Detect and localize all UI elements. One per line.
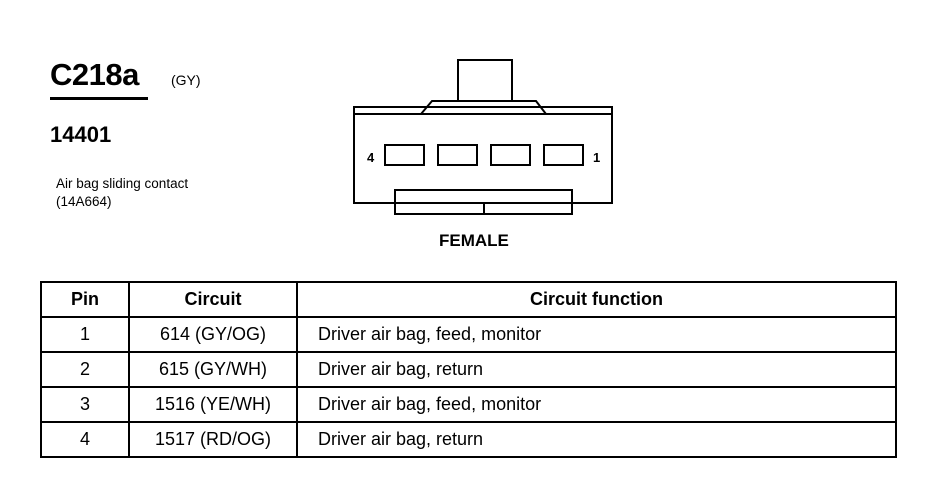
connector-face-diagram: 4 1: [353, 59, 613, 215]
table-row: 4 1517 (RD/OG) Driver air bag, return: [40, 421, 897, 458]
connector-id: C218a: [50, 57, 139, 92]
pin-label-left: 4: [367, 150, 375, 165]
table-row: 3 1516 (YE/WH) Driver air bag, feed, mon…: [40, 386, 897, 423]
pin-cavity-2: [490, 144, 531, 166]
circuit-cell: 1516 (YE/WH): [128, 386, 298, 423]
function-cell: Driver air bag, return: [296, 421, 897, 458]
pin-cell: 2: [40, 351, 130, 388]
pin-cavity-1: [543, 144, 584, 166]
table-row: 2 615 (GY/WH) Driver air bag, return: [40, 351, 897, 388]
circuit-cell: 1517 (RD/OG): [128, 421, 298, 458]
table-header-row: Pin Circuit Circuit function: [40, 281, 897, 318]
circuit-cell: 614 (GY/OG): [128, 316, 298, 353]
pin-cavity-3: [437, 144, 478, 166]
connector-color: (GY): [171, 72, 201, 88]
header-circuit-function: Circuit function: [296, 281, 897, 318]
connector-latch: [457, 59, 513, 102]
pin-label-right: 1: [593, 150, 600, 165]
connector-id-underline: [50, 97, 148, 100]
pinout-table: Pin Circuit Circuit function 1 614 (GY/O…: [40, 281, 897, 458]
header-circuit: Circuit: [128, 281, 298, 318]
pin-cell: 3: [40, 386, 130, 423]
circuit-cell: 615 (GY/WH): [128, 351, 298, 388]
function-cell: Driver air bag, return: [296, 351, 897, 388]
connector-view-label: FEMALE: [439, 231, 509, 250]
table-row: 1 614 (GY/OG) Driver air bag, feed, moni…: [40, 316, 897, 353]
connector-top-rail: [353, 106, 613, 115]
function-cell: Driver air bag, feed, monitor: [296, 386, 897, 423]
pin-cell: 1: [40, 316, 130, 353]
header-pin: Pin: [40, 281, 130, 318]
function-cell: Driver air bag, feed, monitor: [296, 316, 897, 353]
component-description: Air bag sliding contact (14A664): [56, 176, 189, 209]
pin-cavity-4: [384, 144, 425, 166]
part-number: 14401: [50, 122, 112, 147]
pin-cell: 4: [40, 421, 130, 458]
